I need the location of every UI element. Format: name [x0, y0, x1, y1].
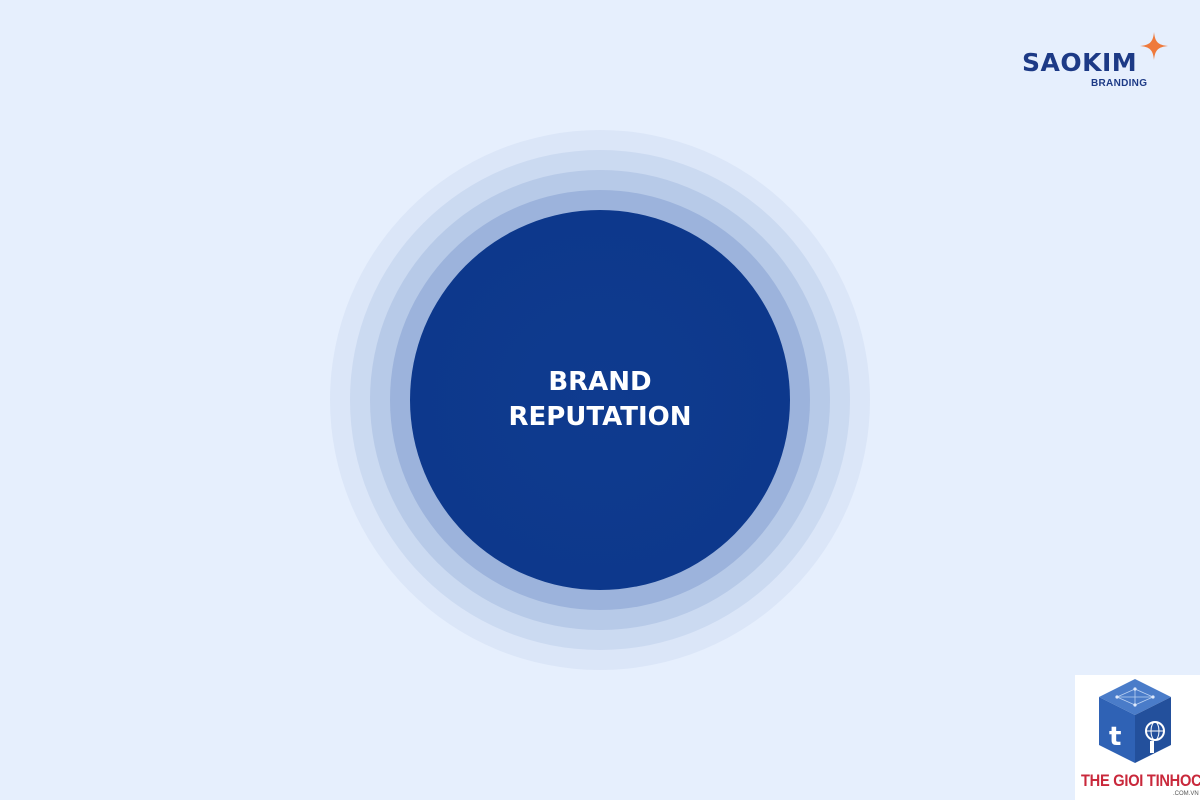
logo-tagline: BRANDING [1091, 78, 1148, 89]
thegioitinhoc-watermark: t THE GIOI TINHOC .COM.VN [1075, 675, 1200, 800]
watermark-domain: .COM.VN [1173, 791, 1199, 797]
logo-wordmark: SAOKIM [1022, 48, 1138, 77]
brand-reputation-circle: BRAND REPUTATION [410, 210, 790, 590]
saokim-logo: SAOKIM BRANDING [1018, 30, 1178, 90]
watermark-text: THE GIOI TINHOC [1081, 771, 1200, 790]
svg-text:t: t [1109, 722, 1121, 752]
cube-logo-icon: t [1099, 679, 1171, 763]
center-title-line-2: REPUTATION [508, 402, 692, 432]
center-title-line-1: BRAND [548, 367, 652, 397]
sparkle-star-icon [1140, 32, 1168, 60]
center-title: BRAND REPUTATION [508, 365, 691, 435]
